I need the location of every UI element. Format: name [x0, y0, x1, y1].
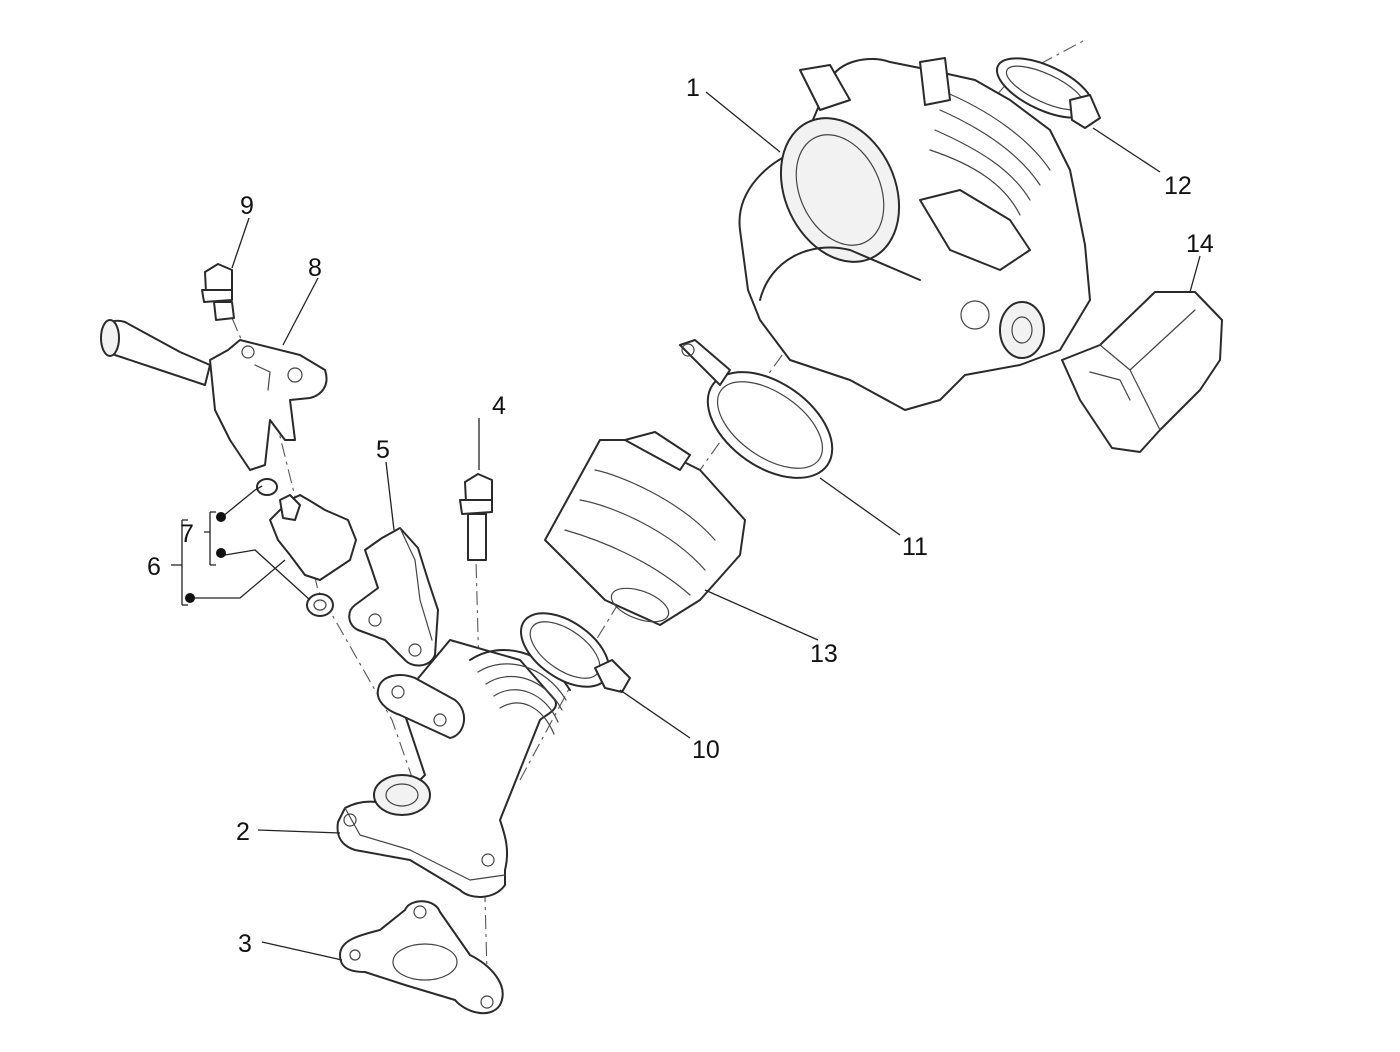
part-8-sensor: [100, 319, 328, 471]
part-9-bolt: [201, 263, 235, 321]
callout-12: 12: [1164, 172, 1192, 200]
callout-1: 1: [686, 74, 700, 102]
bullet-dot: [185, 593, 195, 603]
callout-8: 8: [308, 254, 322, 282]
part-2-intake-manifold: [336, 639, 571, 898]
part-4-bolt: [459, 473, 493, 561]
part-12-clamp: [995, 57, 1101, 129]
part-3-gasket: [339, 900, 504, 1015]
part-10-clamp: [520, 612, 631, 693]
callout-14: 14: [1186, 230, 1214, 258]
callout-10: 10: [692, 736, 720, 764]
callout-13: 13: [810, 640, 838, 668]
callout-2: 2: [236, 818, 250, 846]
part-6-injector: [256, 478, 357, 617]
callout-11: 11: [902, 533, 928, 561]
callout-4: 4: [492, 392, 506, 420]
leader-lines: [171, 91, 1201, 961]
callout-labels: 1 2 3 4 5 6 7 8 9 10 11 12 13 14: [147, 74, 1214, 958]
bullet-dot: [216, 548, 226, 558]
callout-5: 5: [376, 436, 390, 464]
part-5-bracket: [348, 527, 439, 667]
part-14-cover: [1061, 291, 1223, 453]
part-13-intake-sleeve: [544, 431, 746, 626]
kit-bullets: [185, 512, 226, 603]
callout-6: 6: [147, 553, 161, 581]
callout-7: 7: [180, 520, 194, 548]
part-11-hose-clamp: [679, 339, 834, 479]
bullet-dot: [216, 512, 226, 522]
part-1-throttle-body: [738, 57, 1091, 411]
callout-9: 9: [240, 192, 254, 220]
callout-3: 3: [238, 930, 252, 958]
